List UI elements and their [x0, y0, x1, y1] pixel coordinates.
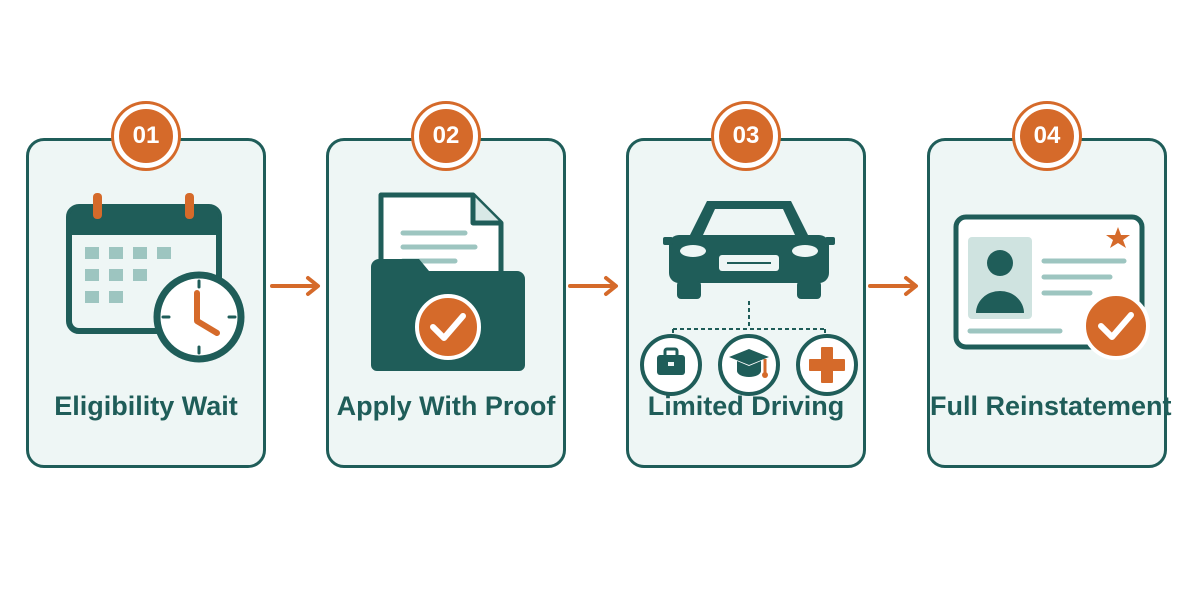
step-number-badge: 02: [414, 104, 478, 168]
step-card-full-reinstatement: Full Reinstatement: [927, 138, 1172, 468]
step-card-limited-driving: Limited Driving: [626, 138, 866, 468]
calendar-clock-icon: [66, 193, 245, 363]
step-label: Full Reinstatement: [930, 391, 1172, 421]
limited-driving-uses: [640, 301, 858, 396]
folder-document-check-icon: [371, 192, 525, 371]
graduation-cap-icon: [718, 334, 780, 396]
arrow-right-icon: [868, 276, 918, 296]
step-number-badge: 04: [1015, 104, 1079, 168]
car-icon: [663, 201, 835, 299]
step-number-badge: 01: [114, 104, 178, 168]
step-label: Apply With Proof: [336, 391, 556, 421]
medical-cross-icon: [796, 334, 858, 396]
arrow-right-icon: [270, 276, 320, 296]
step-card-apply-with-proof: Apply With Proof: [326, 138, 566, 468]
step-number-badge: 03: [714, 104, 778, 168]
arrow-right-icon: [568, 276, 618, 296]
license-card-check-icon: [953, 214, 1150, 360]
step-card-eligibility-wait: Eligibility Wait: [26, 138, 266, 468]
briefcase-icon: [640, 334, 702, 396]
step-label: Limited Driving: [647, 391, 845, 421]
step-label: Eligibility Wait: [54, 391, 238, 421]
